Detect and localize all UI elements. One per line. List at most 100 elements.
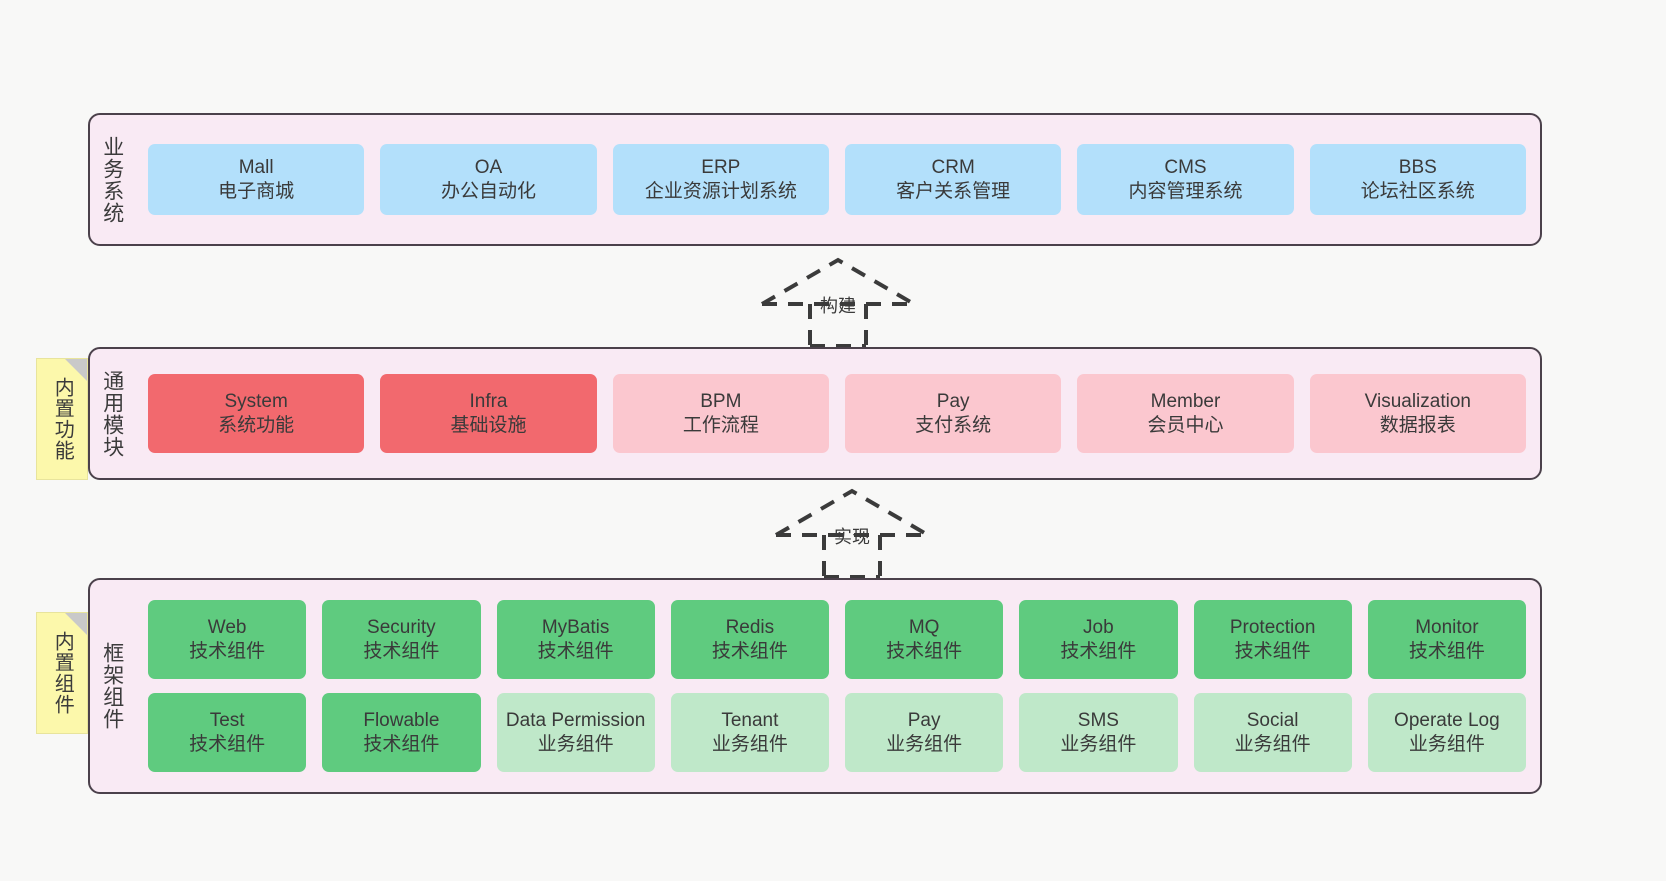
implement-arrow-stem <box>822 535 882 579</box>
card-crm[interactable]: CRM 客户关系管理 <box>844 144 1062 215</box>
build-arrow-stem <box>808 304 868 348</box>
card-operate-log-subtitle: 业务组件 <box>1408 733 1485 755</box>
card-web[interactable]: Web 技术组件 <box>148 600 307 679</box>
card-cms[interactable]: CMS 内容管理系统 <box>1077 144 1294 215</box>
card-visualization-subtitle: 数据报表 <box>1379 414 1456 436</box>
card-oa-subtitle: 办公自动化 <box>440 180 536 202</box>
connector-build: 构建 <box>748 256 928 348</box>
card-mq[interactable]: MQ 技术组件 <box>845 600 1004 679</box>
card-mybatis[interactable]: MyBatis 技术组件 <box>496 600 655 679</box>
layer-common-modules: 通用模块 System 系统功能 Infra 基础设施 BPM 工作流程 Pay… <box>88 347 1542 480</box>
layer-framework-components: 框架组件 Web 技术组件 Security 技术组件 MyBatis 技术组件… <box>88 578 1542 794</box>
card-protection-title: Protection <box>1229 617 1316 639</box>
card-security-title: Security <box>367 617 436 639</box>
card-visualization[interactable]: Visualization 数据报表 <box>1309 374 1526 453</box>
card-sms-title: SMS <box>1077 710 1119 732</box>
card-mall-subtitle: 电子商城 <box>218 180 295 202</box>
note-builtin-function: 内置功能 <box>36 358 88 480</box>
layer-framework-body: Web 技术组件 Security 技术组件 MyBatis 技术组件 Redi… <box>134 580 1540 792</box>
card-social-title: Social <box>1246 710 1299 732</box>
card-security-subtitle: 技术组件 <box>363 640 440 662</box>
note-builtin-component-label: 内置组件 <box>51 631 74 715</box>
card-data-permission[interactable]: Data Permission 业务组件 <box>496 693 655 772</box>
card-protection-subtitle: 技术组件 <box>1234 640 1311 662</box>
card-bbs-subtitle: 论坛社区系统 <box>1360 180 1475 202</box>
layer-common-body: System 系统功能 Infra 基础设施 BPM 工作流程 Pay 支付系统… <box>134 349 1540 478</box>
card-job[interactable]: Job 技术组件 <box>1019 600 1178 679</box>
framework-business-row: Test 技术组件 Flowable 技术组件 Data Permission … <box>148 693 1526 772</box>
card-sms[interactable]: SMS 业务组件 <box>1019 693 1178 772</box>
card-bpm[interactable]: BPM 工作流程 <box>612 374 829 453</box>
card-pay-component[interactable]: Pay 业务组件 <box>845 693 1004 772</box>
card-pay-module-title: Pay <box>936 391 970 413</box>
card-test[interactable]: Test 技术组件 <box>148 693 307 772</box>
business-card-row: Mall 电子商城 OA 办公自动化 ERP 企业资源计划系统 CRM 客户关系… <box>148 144 1526 215</box>
card-bbs[interactable]: BBS 论坛社区系统 <box>1309 144 1526 215</box>
layer-common-title: 通用模块 <box>100 369 124 458</box>
card-mall-title: Mall <box>238 157 274 179</box>
card-test-subtitle: 技术组件 <box>189 733 266 755</box>
card-pay-component-subtitle: 业务组件 <box>886 733 963 755</box>
card-crm-title: CRM <box>931 157 975 179</box>
card-system[interactable]: System 系统功能 <box>148 374 365 453</box>
card-monitor[interactable]: Monitor 技术组件 <box>1367 600 1526 679</box>
card-flowable[interactable]: Flowable 技术组件 <box>322 693 481 772</box>
card-member[interactable]: Member 会员中心 <box>1077 374 1294 453</box>
card-redis[interactable]: Redis 技术组件 <box>670 600 829 679</box>
card-cms-title: CMS <box>1164 157 1207 179</box>
card-web-title: Web <box>207 617 247 639</box>
card-infra-title: Infra <box>469 391 508 413</box>
layer-framework-title: 框架组件 <box>100 642 124 730</box>
card-system-subtitle: 系统功能 <box>218 414 295 436</box>
card-tenant[interactable]: Tenant 业务组件 <box>670 693 829 772</box>
common-card-row: System 系统功能 Infra 基础设施 BPM 工作流程 Pay 支付系统… <box>148 374 1526 453</box>
card-mq-subtitle: 技术组件 <box>886 640 963 662</box>
card-job-title: Job <box>1083 617 1114 639</box>
card-protection[interactable]: Protection 技术组件 <box>1193 600 1352 679</box>
card-cms-subtitle: 内容管理系统 <box>1128 180 1243 202</box>
card-social[interactable]: Social 业务组件 <box>1193 693 1352 772</box>
note-builtin-component: 内置组件 <box>36 612 88 734</box>
card-bpm-subtitle: 工作流程 <box>682 414 759 436</box>
card-mybatis-subtitle: 技术组件 <box>537 640 614 662</box>
card-erp[interactable]: ERP 企业资源计划系统 <box>612 144 829 215</box>
card-mybatis-title: MyBatis <box>541 617 610 639</box>
card-infra[interactable]: Infra 基础设施 <box>380 374 597 453</box>
card-tenant-subtitle: 业务组件 <box>711 733 788 755</box>
layer-business-title: 业务系统 <box>100 135 124 224</box>
card-operate-log-title: Operate Log <box>1394 710 1500 732</box>
card-pay-module[interactable]: Pay 支付系统 <box>844 374 1062 453</box>
card-monitor-title: Monitor <box>1415 617 1479 639</box>
card-redis-title: Redis <box>725 617 775 639</box>
card-member-title: Member <box>1150 391 1221 413</box>
card-monitor-subtitle: 技术组件 <box>1408 640 1485 662</box>
card-data-permission-subtitle: 业务组件 <box>537 733 614 755</box>
card-operate-log[interactable]: Operate Log 业务组件 <box>1367 693 1526 772</box>
card-oa-title: OA <box>474 157 503 179</box>
card-data-permission-title: Data Permission <box>505 710 646 732</box>
card-oa[interactable]: OA 办公自动化 <box>380 144 597 215</box>
card-tenant-title: Tenant <box>721 710 779 732</box>
card-crm-subtitle: 客户关系管理 <box>896 180 1011 202</box>
card-redis-subtitle: 技术组件 <box>711 640 788 662</box>
connector-implement: 实现 <box>762 487 942 579</box>
card-web-subtitle: 技术组件 <box>189 640 266 662</box>
layer-business-body: Mall 电子商城 OA 办公自动化 ERP 企业资源计划系统 CRM 客户关系… <box>134 115 1540 244</box>
card-job-subtitle: 技术组件 <box>1060 640 1137 662</box>
card-sms-subtitle: 业务组件 <box>1060 733 1137 755</box>
note-builtin-function-label: 内置功能 <box>51 377 74 461</box>
card-pay-component-title: Pay <box>907 710 941 732</box>
card-infra-subtitle: 基础设施 <box>450 414 527 436</box>
card-system-title: System <box>224 391 288 413</box>
card-erp-title: ERP <box>701 157 741 179</box>
card-mall[interactable]: Mall 电子商城 <box>148 144 365 215</box>
card-erp-subtitle: 企业资源计划系统 <box>644 180 797 202</box>
card-social-subtitle: 业务组件 <box>1234 733 1311 755</box>
card-test-title: Test <box>209 710 245 732</box>
card-mq-title: MQ <box>908 617 940 639</box>
card-security[interactable]: Security 技术组件 <box>322 600 481 679</box>
layer-business-systems: 业务系统 Mall 电子商城 OA 办公自动化 ERP 企业资源计划系统 CRM… <box>88 113 1542 246</box>
framework-tech-row: Web 技术组件 Security 技术组件 MyBatis 技术组件 Redi… <box>148 600 1526 679</box>
card-pay-module-subtitle: 支付系统 <box>915 414 992 436</box>
